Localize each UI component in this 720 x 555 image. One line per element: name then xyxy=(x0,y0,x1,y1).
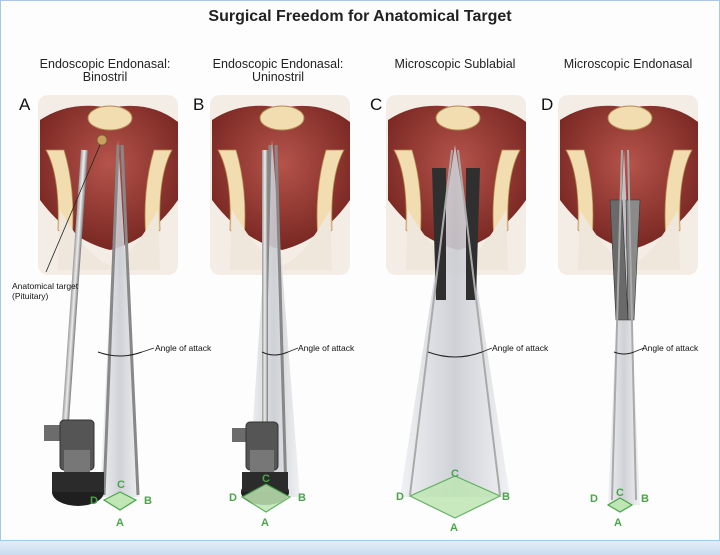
panel-b-cone xyxy=(248,140,300,497)
panel-a-instrument-1 xyxy=(102,144,120,496)
panel-d-letter: D xyxy=(541,95,554,114)
panel-a-label-line1: Endoscopic Endonasal: xyxy=(39,57,171,71)
anatomical-target-line2: (Pituitary) xyxy=(12,291,49,301)
panel-c-diamond-d: D xyxy=(396,491,404,503)
panel-a-letter: A xyxy=(19,95,31,114)
panel-d-cone xyxy=(608,150,640,505)
panel-a-diamond-b: B xyxy=(144,495,152,507)
panel-c-diamond-c: C xyxy=(451,468,459,480)
panel-b-endoscope-shaft xyxy=(262,150,268,440)
panel-a-angle-leader xyxy=(141,347,155,353)
panel-a-diamond-c: C xyxy=(117,479,125,491)
panel-c-angle-leader xyxy=(481,347,493,353)
panel-a-illustration xyxy=(38,95,178,511)
panel-b-diamond-b: B xyxy=(298,492,306,504)
diamond-letters: C D B A C D B A C D B A C D B A xyxy=(90,468,649,534)
panel-b-diamond-d: D xyxy=(229,492,237,504)
panel-d-diamond xyxy=(606,497,634,513)
panel-c-label-line1: Microscopic Sublabial xyxy=(394,57,516,71)
panel-d-diamond-b: B xyxy=(641,493,649,505)
bottom-bar xyxy=(0,540,720,555)
panel-d-angle-leader xyxy=(633,347,645,353)
panel-a-diamond xyxy=(102,491,138,511)
panel-a-cone xyxy=(100,140,140,497)
panel-a-endoscope-head xyxy=(44,419,104,506)
panel-b-anatomy xyxy=(210,95,350,275)
panel-c-instrument-1 xyxy=(409,149,453,496)
panel-b-letter: B xyxy=(193,95,205,114)
panel-d-diamond-a: A xyxy=(614,517,622,529)
panel-a-instrument-2 xyxy=(120,144,140,496)
panel-c-angle-arc xyxy=(427,351,483,358)
panel-c-diamond-a: A xyxy=(450,522,458,534)
panel-c-letter: C xyxy=(370,95,383,114)
panel-a-label: Endoscopic Endonasal: Binostril xyxy=(20,58,190,84)
panel-c-label: Microscopic Sublabial xyxy=(370,58,540,71)
panel-b-angle-label: Angle of attack xyxy=(298,343,355,353)
panel-a-angle-arc xyxy=(97,351,143,357)
panel-c-diamond-b: B xyxy=(502,491,510,503)
panel-b-diamond xyxy=(240,483,292,513)
panel-a-endoscope-shaft xyxy=(60,149,88,440)
panel-c-angle-label: Angle of attack xyxy=(492,343,549,353)
panel-a-label-line2: Binostril xyxy=(82,70,128,84)
panel-d-angle-arc xyxy=(613,351,635,355)
panel-b-angle-leader xyxy=(287,347,299,353)
panel-c-speculum-right xyxy=(466,168,480,300)
panel-d-instrument-1 xyxy=(611,149,623,501)
panel-c-diamond xyxy=(408,475,502,519)
panel-b-label: Endoscopic Endonasal: Uninostril xyxy=(193,58,363,84)
panel-b-illustration xyxy=(210,95,350,513)
panel-d-diamond-d: D xyxy=(590,493,598,505)
panel-c-illustration xyxy=(386,95,526,519)
panel-b-diamond-a: A xyxy=(261,517,269,529)
panel-c-speculum-left xyxy=(432,168,446,300)
panel-b-diamond-c: C xyxy=(262,473,270,485)
panel-a-anatomy xyxy=(38,95,178,275)
panel-c-cone xyxy=(400,145,510,497)
panel-c-instrument-2 xyxy=(457,149,501,496)
panel-d-angle-label: Angle of attack xyxy=(642,343,699,353)
panel-b-instrument-2 xyxy=(274,144,288,496)
panel-b-label-line2: Uninostril xyxy=(251,70,305,84)
panel-d-instrument-2 xyxy=(627,149,637,501)
panel-b-angle-arc xyxy=(261,351,289,356)
anatomical-target-label: Anatomical target (Pituitary) xyxy=(12,281,78,301)
panel-a-target-pointer xyxy=(45,144,101,273)
panel-b-label-line1: Endoscopic Endonasal: xyxy=(212,57,344,71)
panel-a-diamond-d: D xyxy=(90,495,98,507)
anatomical-target-line1: Anatomical target xyxy=(12,281,79,291)
panel-d-label-line1: Microscopic Endonasal xyxy=(563,57,693,71)
figure-title: Surgical Freedom for Anatomical Target xyxy=(208,8,512,25)
panel-a-angle-label: Angle of attack xyxy=(155,343,212,353)
panel-d-diamond-c: C xyxy=(616,487,624,499)
panel-d-label: Microscopic Endonasal xyxy=(543,58,713,71)
panel-a-diamond-a: A xyxy=(116,517,124,529)
panel-d-illustration xyxy=(558,95,698,513)
